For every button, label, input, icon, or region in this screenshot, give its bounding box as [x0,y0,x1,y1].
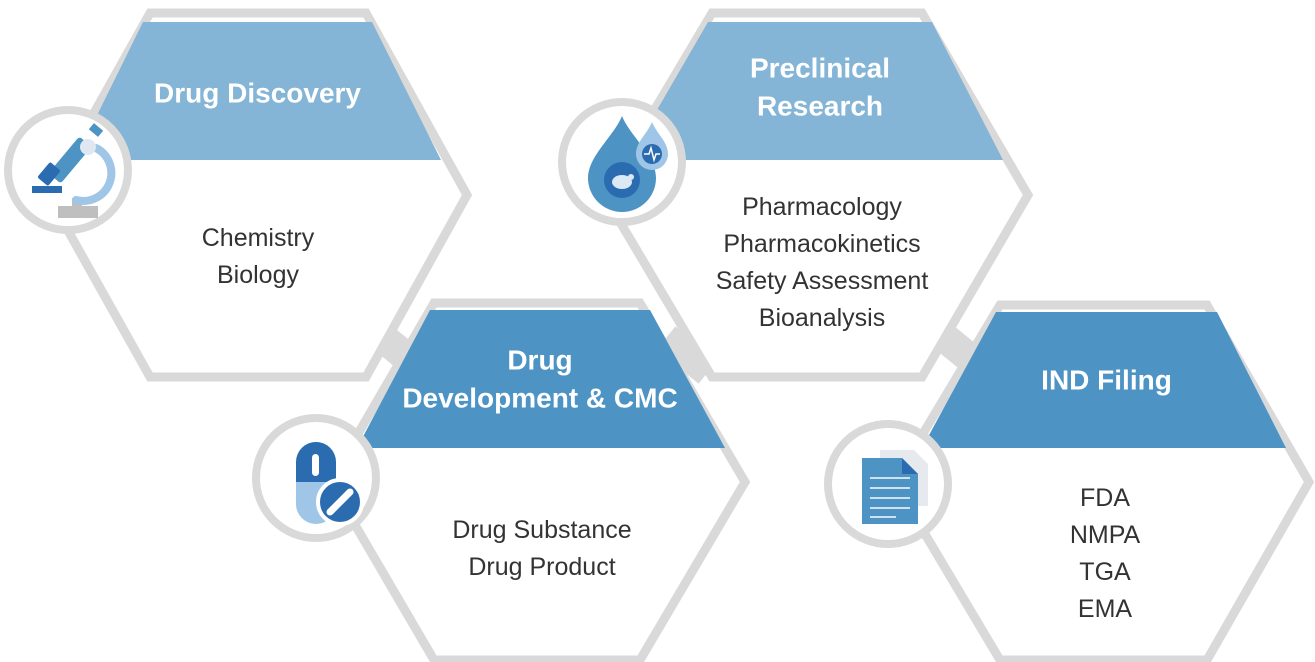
stage-item: EMA [1078,595,1133,623]
stage-item: FDA [1080,484,1130,512]
stage-item: Bioanalysis [759,304,885,332]
blood-drop-mouse-icon [558,98,686,226]
stage-item: Pharmacology [742,193,902,221]
stage-title: Research [757,90,883,121]
microscope-icon [4,106,132,234]
stage-item: Chemistry [202,224,315,252]
stage-item: Pharmacokinetics [723,230,920,258]
stage-item: NMPA [1070,521,1141,549]
stage-title: Drug [507,344,572,375]
stage-header [357,310,725,448]
capsule-pill-icon [252,414,380,542]
stage-title: Preclinical [750,52,890,83]
stage-item: Drug Substance [452,516,631,544]
stage-item: TGA [1079,558,1131,586]
stage-item: Drug Product [468,553,615,581]
stage-item: Biology [217,261,299,289]
stage-header [75,22,441,160]
stage-header [922,312,1286,448]
stage-title: Drug Discovery [154,77,361,108]
stage-title: Development & CMC [402,382,677,413]
documents-icon [824,420,952,548]
stage-preclinical-research: PreclinicalResearchPharmacologyPharmacok… [558,8,1034,382]
stage-title: IND Filing [1041,364,1172,395]
stage-header [628,22,1003,160]
stage-item: Safety Assessment [716,267,929,295]
